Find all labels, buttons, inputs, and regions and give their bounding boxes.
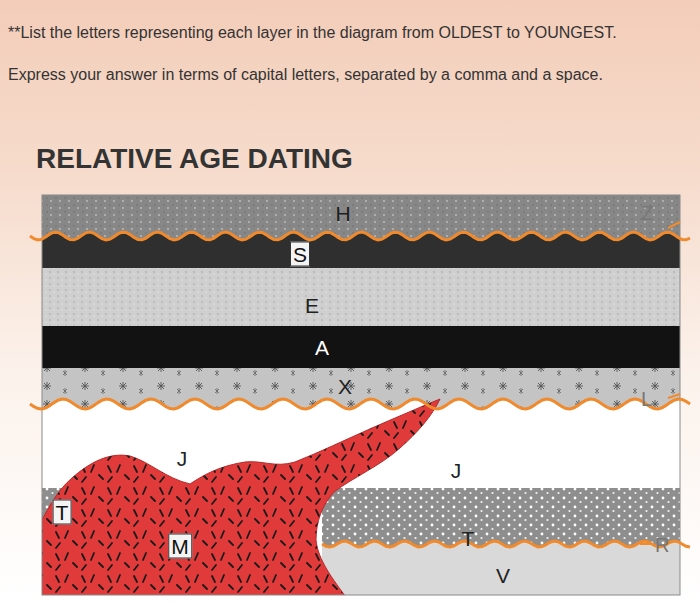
instruction-text: **List the letters representing each lay… xyxy=(8,24,617,42)
layer-band: V xyxy=(325,548,680,592)
layer-x-texture xyxy=(42,368,680,409)
layer-letter: M xyxy=(168,534,192,559)
contact-letter: R xyxy=(655,534,669,557)
layer-band: E xyxy=(42,268,680,326)
layer-letter: X xyxy=(338,376,352,397)
layer-band: H xyxy=(42,195,680,235)
layer-letter: A xyxy=(315,337,329,358)
layer-letter: S xyxy=(290,242,310,267)
unconformity-r xyxy=(322,541,690,547)
layer-letter: T xyxy=(462,528,475,549)
layer-letter: J xyxy=(177,448,188,469)
layer-letter: V xyxy=(496,565,510,586)
layer-x xyxy=(42,368,680,409)
leader-z xyxy=(668,222,680,228)
layer-band: TT xyxy=(42,488,680,544)
intrusion: M xyxy=(42,452,332,592)
layer-e-texture xyxy=(42,268,680,328)
leader-r xyxy=(640,543,652,545)
layer-band: S xyxy=(42,240,680,268)
layer-letter: E xyxy=(305,295,319,316)
intrusion-m-texture xyxy=(42,399,440,595)
layer-s xyxy=(42,232,680,270)
contact-letter: Z xyxy=(641,202,653,225)
layer-a xyxy=(42,326,680,368)
layer-v xyxy=(322,541,680,595)
layer-band: JJ xyxy=(42,405,680,488)
layer-t xyxy=(322,488,680,547)
layer-t-texture xyxy=(322,488,680,547)
layer-letter: J xyxy=(451,460,462,481)
instruction-text: Express your answer in terms of capital … xyxy=(8,66,603,84)
layer-e xyxy=(42,268,680,328)
intrusion-m xyxy=(42,399,440,595)
unconformity-z xyxy=(30,232,690,240)
leader-l xyxy=(668,394,680,398)
layer-band: X xyxy=(42,368,680,405)
layer-letter: H xyxy=(335,203,350,224)
contact-letter: L xyxy=(641,388,652,411)
layer-letter: T xyxy=(53,500,72,525)
title: RELATIVE AGE DATING xyxy=(36,143,353,175)
layer-band: A xyxy=(42,326,680,368)
unconformity-l xyxy=(30,399,690,409)
